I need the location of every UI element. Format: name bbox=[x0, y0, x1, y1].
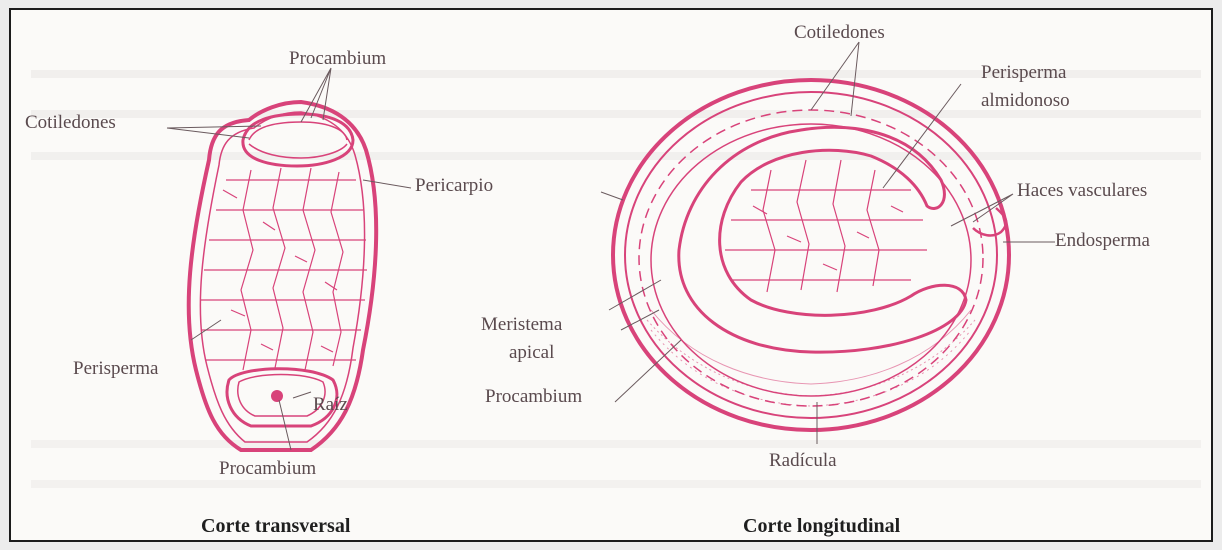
longitudinal-section: Cotiledones Perisperma almidonoso Haces … bbox=[481, 22, 1151, 537]
figure-frame: Procambium Cotiledones Pericarpio Perisp… bbox=[9, 8, 1213, 542]
label-meristema-2: apical bbox=[509, 342, 554, 363]
cells-right bbox=[725, 160, 927, 292]
label-meristema-1: Meristema bbox=[481, 314, 563, 335]
caption-longitudinal: Corte longitudinal bbox=[743, 515, 901, 537]
stipple-band bbox=[647, 310, 975, 406]
label-raiz: Raíz bbox=[313, 394, 348, 415]
caption-transversal: Corte transversal bbox=[201, 515, 351, 537]
procambium-dot-left bbox=[271, 390, 283, 402]
label-perisperma: Perisperma bbox=[73, 358, 159, 379]
label-cotiledones-right: Cotiledones bbox=[794, 22, 885, 43]
label-endosperma: Endosperma bbox=[1055, 230, 1151, 251]
cells-left bbox=[201, 168, 367, 370]
embryo-right bbox=[679, 127, 966, 352]
label-procambium-top: Procambium bbox=[289, 48, 386, 69]
label-cotiledones-left: Cotiledones bbox=[25, 112, 116, 133]
label-perisperma-2: almidonoso bbox=[981, 90, 1070, 111]
label-perisperma-1: Perisperma bbox=[981, 62, 1067, 83]
label-procambium-right: Procambium bbox=[485, 386, 582, 407]
label-pericarpio: Pericarpio bbox=[415, 175, 493, 196]
pericarp-outline-right bbox=[613, 80, 1009, 430]
label-procambium-bottom: Procambium bbox=[219, 458, 316, 479]
label-radicula: Radícula bbox=[769, 450, 837, 471]
seed-diagram: Procambium Cotiledones Pericarpio Perisp… bbox=[11, 10, 1211, 540]
transverse-section: Procambium Cotiledones Pericarpio Perisp… bbox=[25, 48, 493, 537]
label-haces-vasculares: Haces vasculares bbox=[1017, 180, 1147, 201]
